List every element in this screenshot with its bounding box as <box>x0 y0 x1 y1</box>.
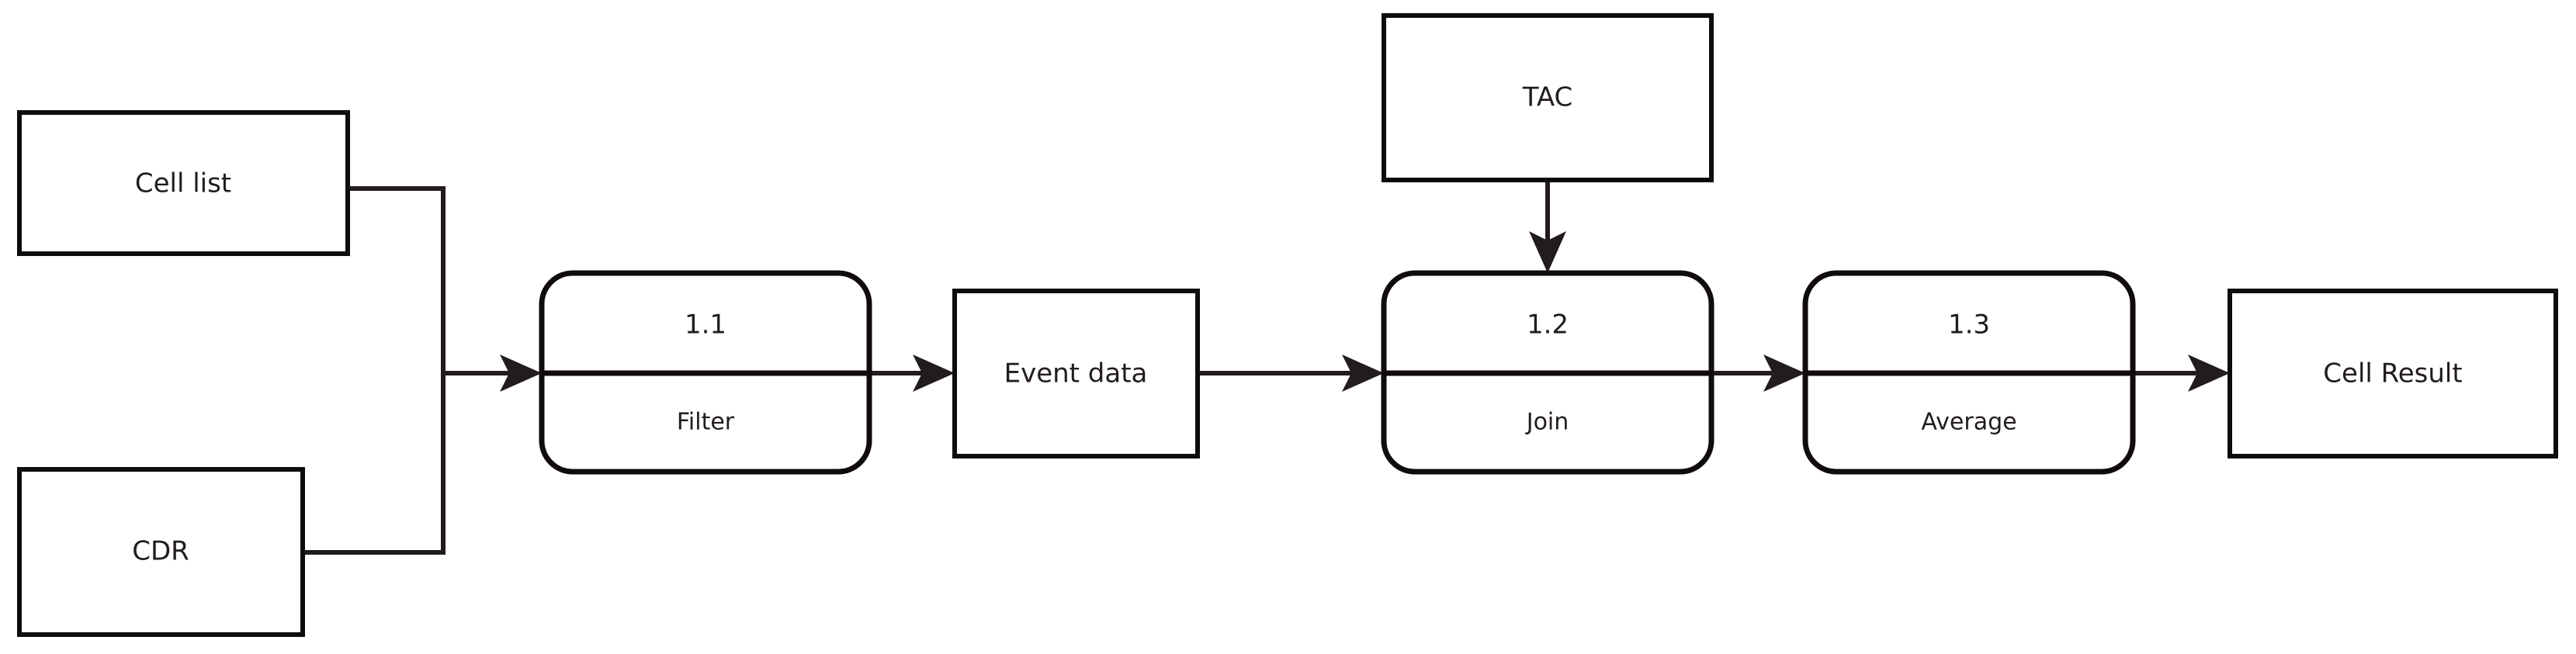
entity-tac[interactable]: TAC <box>1382 13 1714 182</box>
process-join-name: Join <box>1525 409 1569 436</box>
flow-merge-to-filter <box>443 355 542 392</box>
flow-cdr-filter <box>303 373 446 555</box>
process-average-name: Average <box>1921 409 2016 436</box>
entity-tac-label: TAC <box>1522 82 1573 113</box>
flow-filter-eventdata <box>869 355 955 392</box>
flow-average-result <box>2133 355 2230 392</box>
flow-tac-join <box>1529 180 1566 273</box>
process-join[interactable]: 1.2 Join <box>1381 270 1714 475</box>
entity-cell-result[interactable]: Cell Result <box>2228 289 2558 458</box>
entity-event-data-label: Event data <box>1004 358 1148 389</box>
entity-cdr-label: CDR <box>132 536 189 567</box>
entity-cell-list[interactable]: Cell list <box>17 110 350 256</box>
process-filter[interactable]: 1.1 Filter <box>539 270 872 475</box>
process-average[interactable]: 1.3 Average <box>1802 270 2136 475</box>
entity-cell-list-label: Cell list <box>135 168 231 199</box>
process-join-number: 1.2 <box>1527 310 1569 341</box>
process-filter-number: 1.1 <box>685 310 726 341</box>
process-filter-name: Filter <box>677 409 735 436</box>
entity-cell-result-label: Cell Result <box>2323 358 2462 389</box>
flow-eventdata-join <box>1198 355 1384 392</box>
flow-join-average <box>1711 355 1805 392</box>
process-average-number: 1.3 <box>1948 310 1990 341</box>
flow-celllist-filter <box>348 186 446 373</box>
entity-cdr[interactable]: CDR <box>17 467 305 637</box>
entity-event-data[interactable]: Event data <box>952 289 1200 458</box>
